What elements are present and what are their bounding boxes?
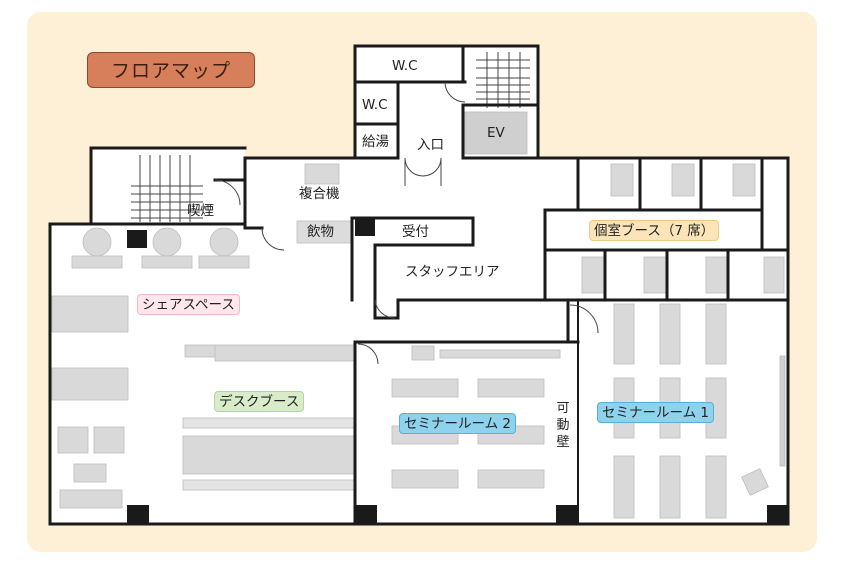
- furniture: [51, 52, 786, 519]
- columns: [127, 218, 789, 525]
- doors: [214, 81, 599, 365]
- interior: [50, 46, 788, 524]
- share-space-tag: シェアスペース: [137, 294, 240, 315]
- smoking-label: 喫煙: [187, 203, 214, 219]
- stairs-left: [131, 155, 203, 222]
- reception-label: 受付: [402, 224, 429, 240]
- page-title: フロアマップ: [87, 52, 255, 88]
- entrance-label: 入口: [417, 137, 444, 153]
- desk-booth-tag: デスクブース: [214, 391, 305, 412]
- staff-area-label: スタッフエリア: [405, 264, 500, 280]
- ev-label: EV: [487, 125, 505, 141]
- wc-bottom-label: W.C: [362, 97, 388, 113]
- seminar-room-2-tag: セミナールーム 2: [399, 413, 516, 434]
- kyuto-label: 給湯: [362, 134, 389, 150]
- wc-top-label: W.C: [392, 58, 418, 74]
- stairs-top: [476, 52, 530, 108]
- movable-wall-label: 可動壁: [556, 401, 570, 450]
- fukugouki-label: 複合機: [299, 186, 340, 202]
- seminar-room-1-tag: セミナールーム 1: [597, 402, 714, 423]
- drinks-label: 飲物: [307, 224, 334, 240]
- private-booth-tag: 個室ブース（7 席）: [589, 220, 720, 241]
